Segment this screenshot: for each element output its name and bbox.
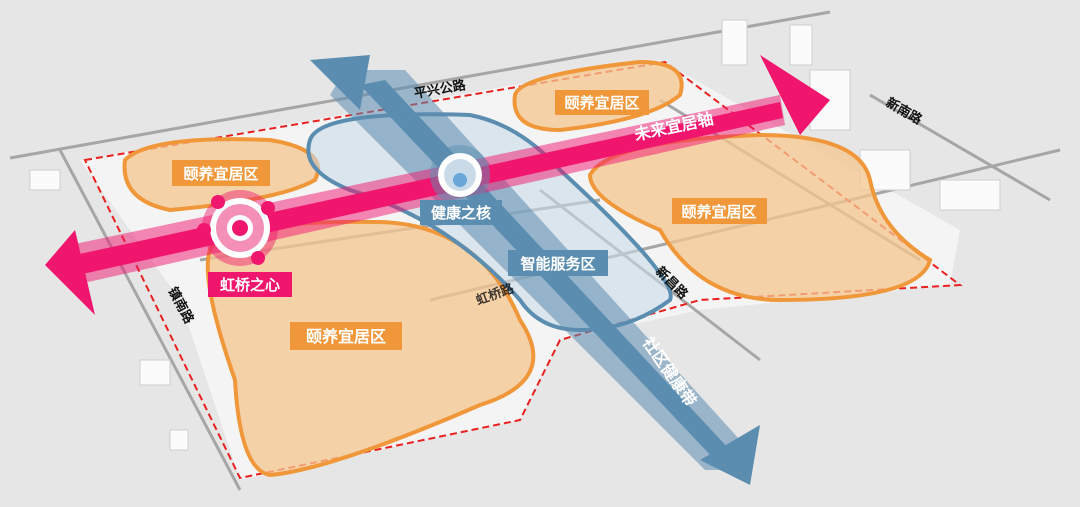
service-zone-text: 智能服务区 <box>520 255 595 273</box>
zone-label-4: 颐养宜居区 <box>290 322 402 350</box>
zone-label-text: 颐养宜居区 <box>681 203 756 221</box>
road-label-xinnan: 新南路 <box>883 95 926 129</box>
zone-label-3: 颐养宜居区 <box>672 198 767 224</box>
health-core-label: 健康之核 <box>420 200 502 225</box>
service-zone-label: 智能服务区 <box>508 250 608 276</box>
zone-label-text: 颐养宜居区 <box>306 327 386 346</box>
hongqiao-heart-label: 虹桥之心 <box>208 272 292 297</box>
buildings <box>29 19 1001 451</box>
zone-label-1: 颐养宜居区 <box>172 160 270 186</box>
zone-label-text: 颐养宜居区 <box>564 94 639 112</box>
hongqiao-heart-node <box>197 190 278 266</box>
hongqiao-heart-text: 虹桥之心 <box>220 276 280 294</box>
health-core-node <box>430 145 490 205</box>
zone-label-2: 颐养宜居区 <box>555 90 649 115</box>
zone-label-text: 颐养宜居区 <box>183 165 258 183</box>
health-core-text: 健康之核 <box>431 204 491 222</box>
